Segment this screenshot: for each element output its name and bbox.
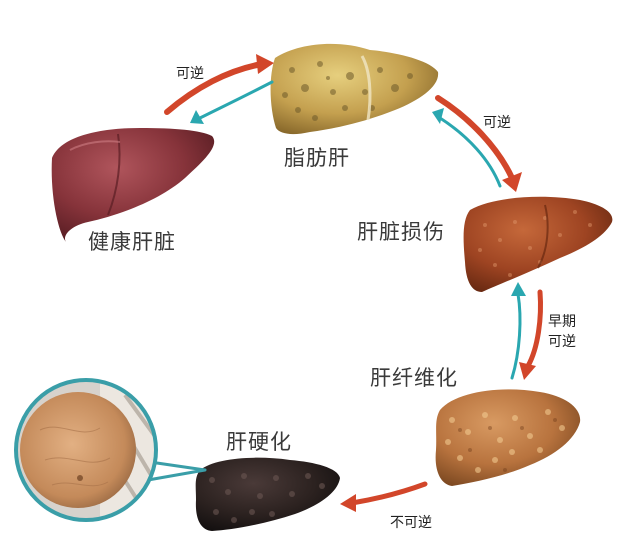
arrow-damage-to-fibrosis-head	[519, 362, 536, 380]
arrow-fatty-to-damage-head	[502, 172, 522, 192]
label-early-line2: 可逆	[548, 334, 576, 350]
arrow-fatty-to-damage	[435, 95, 515, 181]
fatty-liver-image	[270, 43, 439, 135]
arrow-damage-to-fatty	[438, 116, 502, 188]
label-liver-damage: 肝脏损伤	[357, 220, 445, 244]
label-fatty-liver: 脂肪肝	[284, 146, 350, 170]
arrow-fibrosis-to-damage-head	[511, 282, 526, 296]
arrow-fatty-to-healthy-head	[190, 110, 204, 124]
label-liver-cirrhosis: 肝硬化	[226, 430, 292, 454]
arrow-fatty-to-healthy	[198, 80, 274, 120]
abdomen-callout	[14, 378, 207, 522]
arrow-fibrosis-to-cirrhosis-head	[340, 494, 356, 512]
label-early-reversible: 早期 可逆	[548, 312, 576, 352]
label-early-line1: 早期	[548, 314, 576, 330]
cirrhotic-liver-image	[195, 457, 340, 531]
arrow-healthy-to-fatty-head	[256, 54, 274, 74]
arrow-fibrosis-to-damage	[510, 292, 522, 380]
label-healthy-liver: 健康肝脏	[88, 230, 176, 254]
healthy-liver-image	[51, 128, 215, 242]
label-liver-fibrosis: 肝纤维化	[370, 366, 458, 390]
label-irreversible: 不可逆	[390, 515, 432, 531]
fibrotic-liver-image	[435, 389, 581, 486]
arrow-damage-to-fibrosis	[525, 289, 543, 369]
damaged-liver-image	[463, 196, 613, 292]
label-reversible-healthy-fatty: 可逆	[176, 66, 204, 82]
arrow-damage-to-fatty-head	[432, 108, 444, 124]
label-reversible-fatty-damage: 可逆	[483, 115, 511, 131]
arrow-fibrosis-to-cirrhosis	[349, 481, 428, 506]
arrow-healthy-to-fatty	[164, 61, 265, 115]
